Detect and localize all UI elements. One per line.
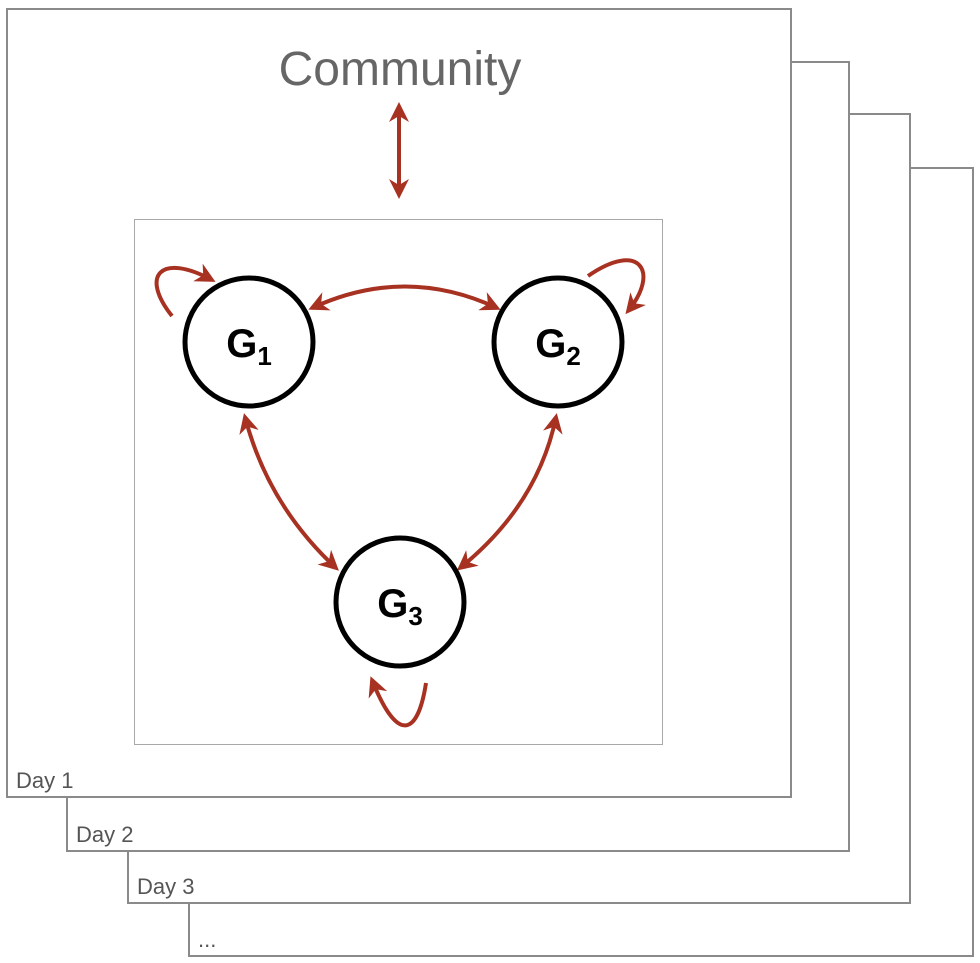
node-g1-letter: G xyxy=(226,322,257,366)
day-label-2: Day 2 xyxy=(76,822,134,847)
edge-g1-g3 xyxy=(239,413,339,571)
node-g2-label: G2 xyxy=(535,322,581,371)
self-loop-g3 xyxy=(368,676,428,728)
self-loop-g2 xyxy=(586,258,646,315)
edge-g1-g2 xyxy=(308,284,501,311)
node-g1-label: G1 xyxy=(226,322,272,371)
node-g3-label: G3 xyxy=(377,582,423,631)
node-g2-circle xyxy=(491,275,625,409)
day-label-1: Day 1 xyxy=(16,768,74,793)
node-g2: G2 xyxy=(491,275,625,409)
node-g3-letter: G xyxy=(377,582,408,626)
node-g3-index: 3 xyxy=(408,601,422,631)
node-g1-index: 1 xyxy=(257,341,271,371)
day-label-more: ... xyxy=(198,927,217,952)
node-g1: G1 xyxy=(182,275,316,409)
community-title: Community xyxy=(278,43,522,96)
node-g3: G3 xyxy=(333,535,467,669)
edge-g2-g3 xyxy=(456,413,563,571)
node-g1-circle xyxy=(182,275,316,409)
node-g2-letter: G xyxy=(535,322,566,366)
self-loop-g1 xyxy=(154,263,216,318)
node-g3-circle xyxy=(333,535,467,669)
node-g2-index: 2 xyxy=(566,341,580,371)
day-label-3: Day 3 xyxy=(137,874,195,899)
